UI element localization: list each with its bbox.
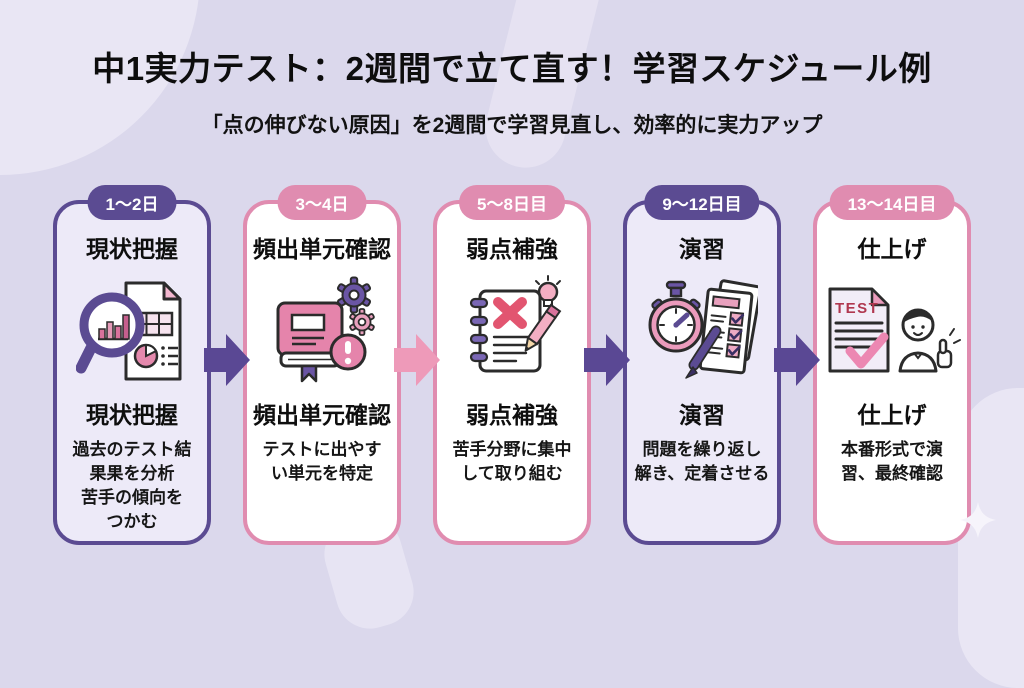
notebook-pencil-icon	[456, 270, 568, 392]
schedule-steps-row: 1〜2日 現状把握	[53, 185, 971, 545]
step-title: 弱点補強	[466, 236, 558, 262]
step-card-5: 13〜14日目 仕上げ TEST	[813, 185, 971, 545]
step-title: 現状把握	[86, 236, 178, 262]
step-title: 演習	[679, 236, 725, 262]
step-card-3: 5〜8日目 弱点補強	[433, 185, 591, 545]
day-range-badge: 3〜4日	[277, 185, 367, 220]
day-range-badge: 9〜12日目	[644, 185, 760, 220]
test-thumbsup-icon: TEST	[822, 270, 962, 392]
stopwatch-checklist-icon	[646, 270, 758, 392]
arrow-right-icon	[774, 328, 820, 392]
page-title: 中1実力テスト：2週間で立て直す！学習スケジュール例	[92, 50, 932, 87]
day-range-badge: 5〜8日目	[459, 185, 565, 220]
test-label: TEST	[835, 300, 879, 317]
step-card-2: 3〜4日 頻出単元確認	[243, 185, 401, 545]
book-gears-icon	[266, 270, 378, 392]
day-range-badge: 13〜14日目	[829, 185, 955, 220]
sparkle-icon	[960, 502, 996, 543]
arrow-right-icon	[584, 328, 630, 392]
step-subtitle: 現状把握	[86, 402, 178, 428]
step-description: 本番形式で演 習、最終確認	[841, 440, 943, 484]
step-subtitle: 演習	[679, 402, 725, 428]
arrow-right-icon	[204, 328, 250, 392]
step-title: 仕上げ	[857, 236, 927, 262]
step-description: 過去のテスト結 果果を分析 苦手の傾向を つかむ	[72, 440, 192, 532]
step-card-4: 9〜12日目 演習	[623, 185, 781, 545]
step-description: 問題を繰り返し 解き、定着させる	[634, 440, 770, 484]
step-description: 苦手分野に集中 して取り組む	[452, 440, 572, 484]
step-card-1: 1〜2日 現状把握	[53, 185, 211, 545]
arrow-right-icon	[394, 328, 440, 392]
step-subtitle: 弱点補強	[466, 402, 558, 428]
step-description: テストに出やす い単元を特定	[262, 440, 382, 484]
step-subtitle: 仕上げ	[857, 402, 927, 428]
step-title: 頻出単元確認	[253, 236, 391, 262]
page-subtitle: 「点の伸びない原因」を2週間で学習見直し、効率的に実力アップ	[201, 114, 823, 137]
step-subtitle: 頻出単元確認	[253, 402, 391, 428]
day-range-badge: 1〜2日	[87, 185, 177, 220]
magnifier-report-icon	[76, 270, 188, 392]
